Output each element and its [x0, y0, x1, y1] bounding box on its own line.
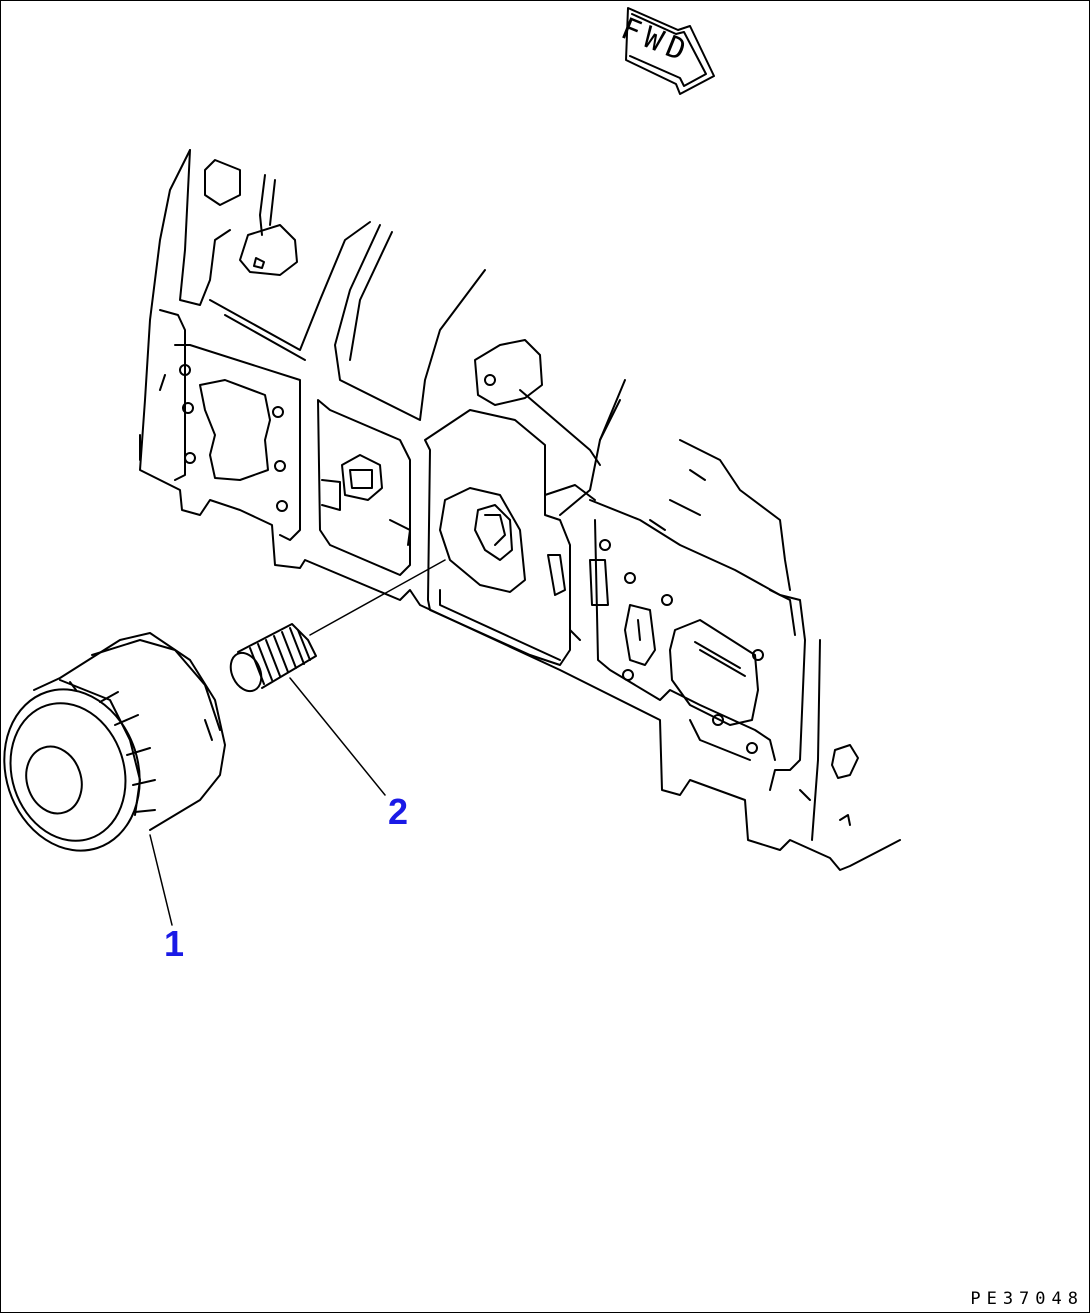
- callout-part-1: 1: [164, 923, 185, 964]
- drawing-id: PE37048: [970, 1289, 1084, 1309]
- engine-block: [139, 149, 901, 871]
- stud-fitting: [229, 623, 317, 693]
- leader-lines: [149, 559, 446, 926]
- oil-filter-cartridge: [3, 632, 226, 852]
- callout-part-2: 2: [388, 791, 409, 832]
- fwd-arrow-icon: [625, 7, 715, 95]
